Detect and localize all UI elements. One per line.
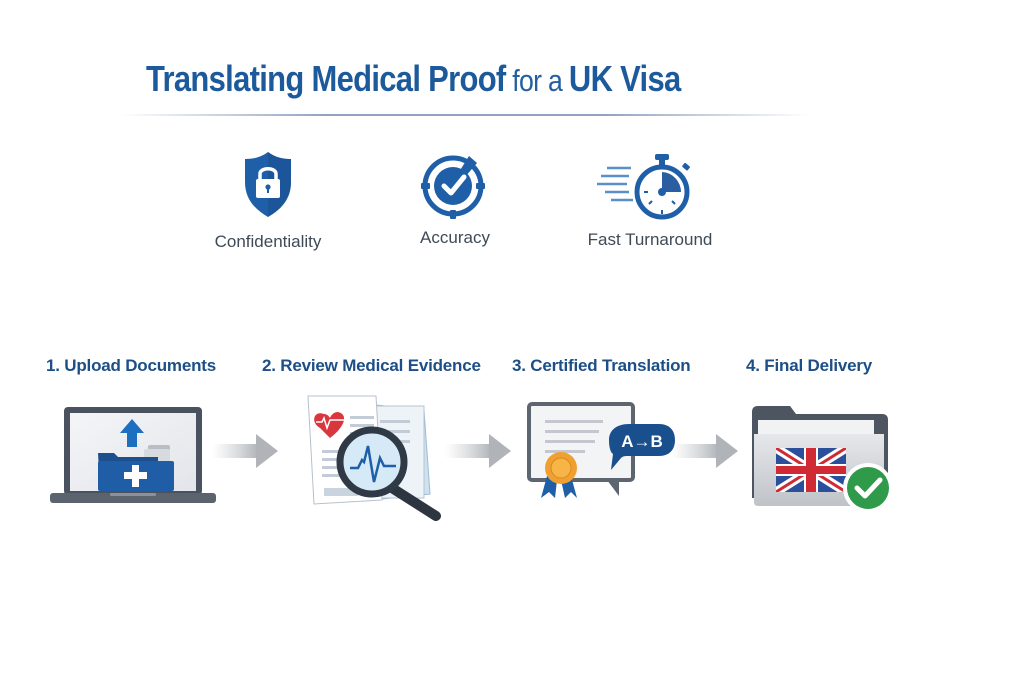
feature-accuracy: Accuracy <box>395 150 515 248</box>
step-1-label: 1. Upload Documents <box>46 356 217 375</box>
step-4-label: 4. Final Delivery <box>746 356 873 375</box>
shield-lock-icon <box>245 152 291 217</box>
step-3-label: 3. Certified Translation <box>512 356 691 375</box>
step-2-label: 2. Review Medical Evidence <box>262 356 481 375</box>
certificate-translation-icon: A→B <box>527 402 675 498</box>
stopwatch-icon <box>597 154 690 220</box>
arrow-right-icon <box>672 434 738 468</box>
feature-label: Confidentiality <box>214 232 322 251</box>
page-title: Translating Medical Proof for a UK Visa <box>146 58 681 100</box>
title-part-main: Translating Medical Proof <box>146 58 506 99</box>
title-divider <box>120 114 810 116</box>
translation-badge-text: A→B <box>621 432 663 451</box>
feature-label: Accuracy <box>420 228 490 247</box>
feature-fast-turnaround: Fast Turnaround <box>575 150 725 250</box>
laptop-upload-folder-icon <box>50 407 216 503</box>
arrow-right-icon <box>445 434 511 468</box>
title-part-uk-visa: UK Visa <box>568 58 681 99</box>
target-check-icon <box>421 155 485 219</box>
feature-confidentiality: Confidentiality <box>198 150 338 252</box>
uk-flag-folder-check-icon <box>752 406 893 513</box>
arrow-right-icon <box>212 434 278 468</box>
title-part-connector: for a <box>505 63 569 98</box>
feature-label: Fast Turnaround <box>587 230 713 249</box>
magnifier-medical-documents-icon <box>307 395 441 521</box>
